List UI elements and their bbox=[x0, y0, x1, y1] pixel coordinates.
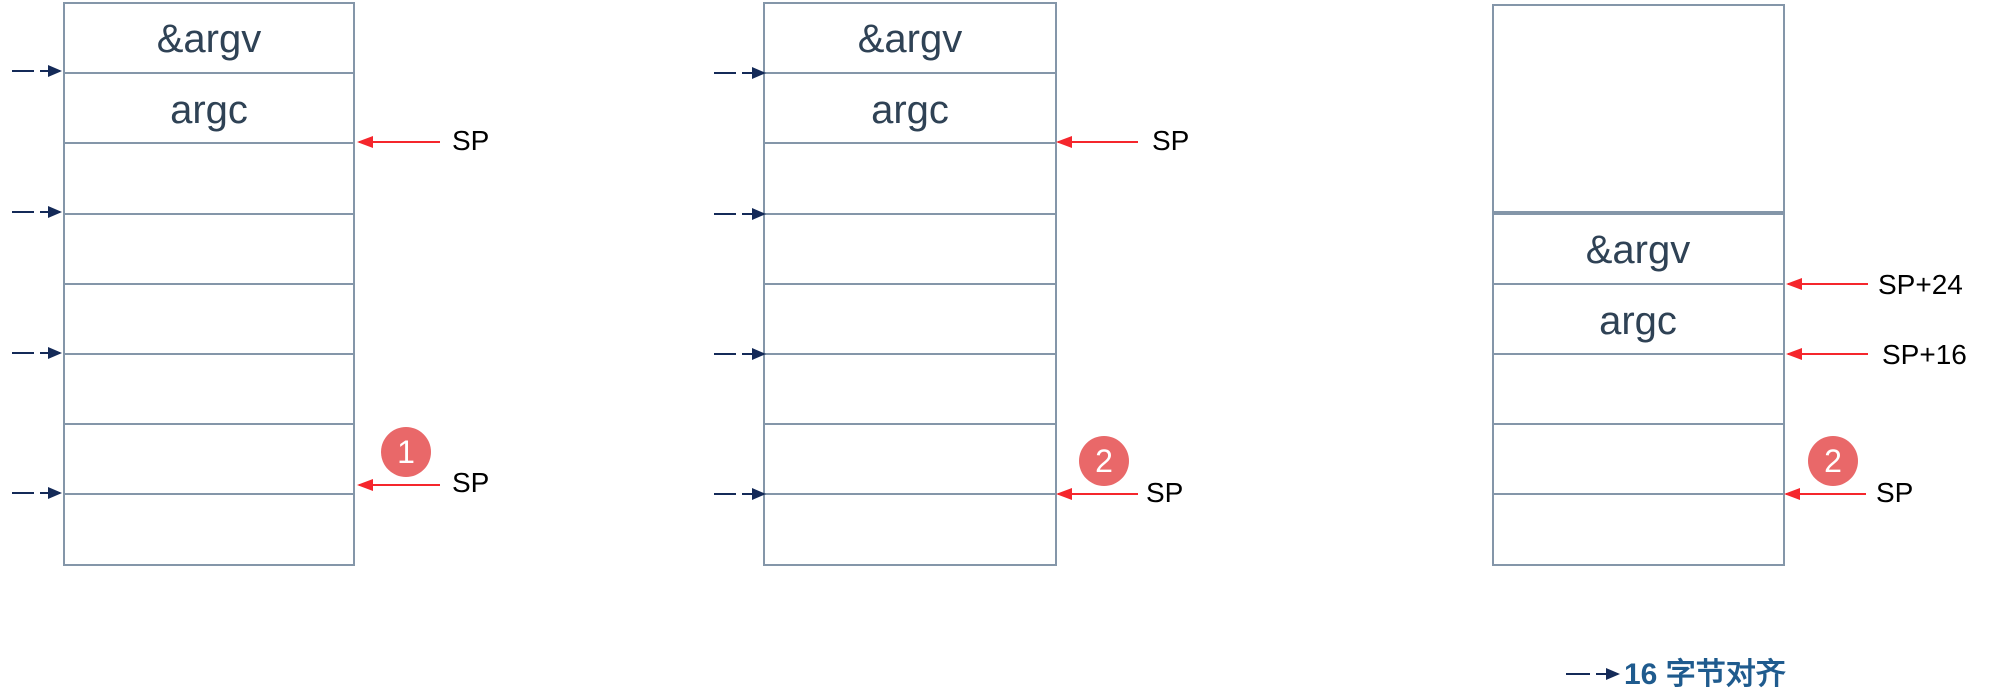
stack-3: &argv argc SP+24 SP+16 SP 2 bbox=[1492, 4, 1967, 566]
stack-3-cell-argc: argc bbox=[1599, 299, 1677, 343]
sp-bottom-label: SP bbox=[452, 467, 489, 498]
stack-2-cell-argv: &argv bbox=[858, 17, 963, 61]
sp-plus-16-label: SP+16 bbox=[1882, 339, 1967, 370]
sp-bottom-label: SP bbox=[1876, 477, 1913, 508]
stack-2-cell-argc: argc bbox=[871, 88, 949, 132]
legend: 16 字节对齐 bbox=[1566, 657, 1786, 691]
sp-top-label: SP bbox=[1152, 125, 1189, 156]
step-badge-number: 2 bbox=[1824, 443, 1842, 479]
sp-bottom-label: SP bbox=[1146, 477, 1183, 508]
stack-2: &argv argc SP SP 2 bbox=[714, 2, 1189, 566]
step-badge bbox=[381, 427, 431, 477]
stack-3-cell-argv: &argv bbox=[1586, 228, 1691, 272]
stack-1: &argv argc SP SP 1 bbox=[12, 2, 489, 566]
step-badge-number: 1 bbox=[397, 434, 415, 470]
stack-1-cell-argv: &argv bbox=[157, 17, 262, 61]
sp-plus-24-label: SP+24 bbox=[1878, 269, 1963, 300]
sp-top-label: SP bbox=[452, 125, 489, 156]
legend-label: 16 字节对齐 bbox=[1624, 657, 1786, 691]
step-badge-number: 2 bbox=[1095, 443, 1113, 479]
step-badge bbox=[1808, 436, 1858, 486]
stack-1-cell-argc: argc bbox=[170, 88, 248, 132]
step-badge bbox=[1079, 436, 1129, 486]
